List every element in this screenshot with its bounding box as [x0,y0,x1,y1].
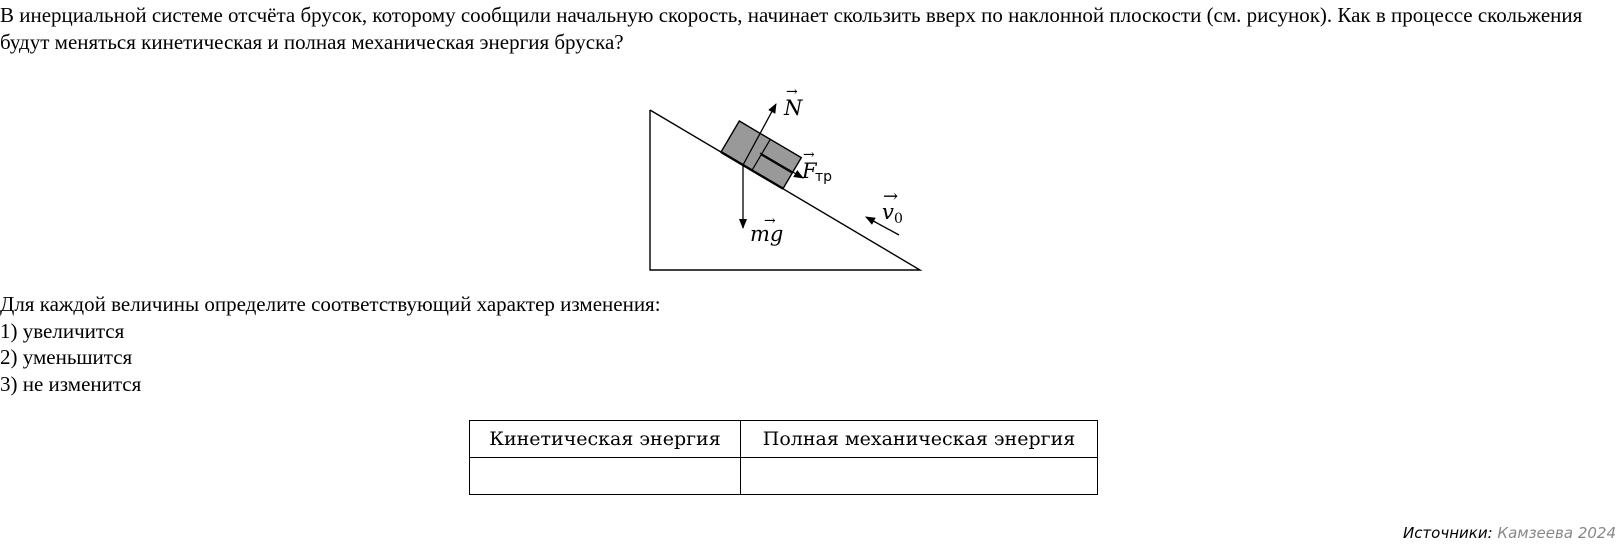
block [720,120,803,190]
vector-arrow-icon: → [883,186,898,207]
source-label: Источники: [1402,524,1493,542]
answer-cell-total-mechanical-energy[interactable] [740,457,1098,495]
header-kinetic-energy: Кинетическая энергия [469,420,741,458]
vector-arrow-icon: → [764,213,776,229]
vector-arrow-icon: → [803,147,815,163]
table-answer-row [469,457,1098,495]
option-item: 3) не изменится [0,371,142,396]
option-item: 1) увеличится [0,318,125,343]
velocity-label: v [882,200,894,224]
answer-table: Кинетическая энергия Полная механическая… [469,420,1098,495]
answer-cell-kinetic-energy[interactable] [469,457,741,495]
vector-arrow-icon: → [786,84,798,100]
normal-force-label: N [783,96,803,120]
inclined-plane-figure: N → F тр → mg → v 0 → [640,82,940,282]
instruction-text: Для каждой величины определите соответст… [0,292,661,316]
friction-force-label: F [801,159,818,183]
velocity-subscript: 0 [894,211,903,227]
header-total-mechanical-energy: Полная механическая энергия [740,420,1098,458]
friction-force-arrow [759,152,804,179]
incline-triangle [649,109,923,271]
gravity-label: mg [750,222,783,246]
source-value[interactable]: Камзеева 2024 [1497,524,1616,542]
source-attribution: Источники: Камзеева 2024 [1403,524,1616,542]
table-header-row: Кинетическая энергия Полная механическая… [469,420,1098,458]
velocity-arrow [865,216,900,236]
friction-subscript: тр [815,169,832,185]
normal-force-arrow [742,103,777,166]
option-item: 2) уменьшится [0,345,133,369]
answer-prompt: Для каждой величины определите соответст… [0,291,661,397]
question-text: В инерциальной системе отсчёта брусок, к… [0,3,1583,54]
